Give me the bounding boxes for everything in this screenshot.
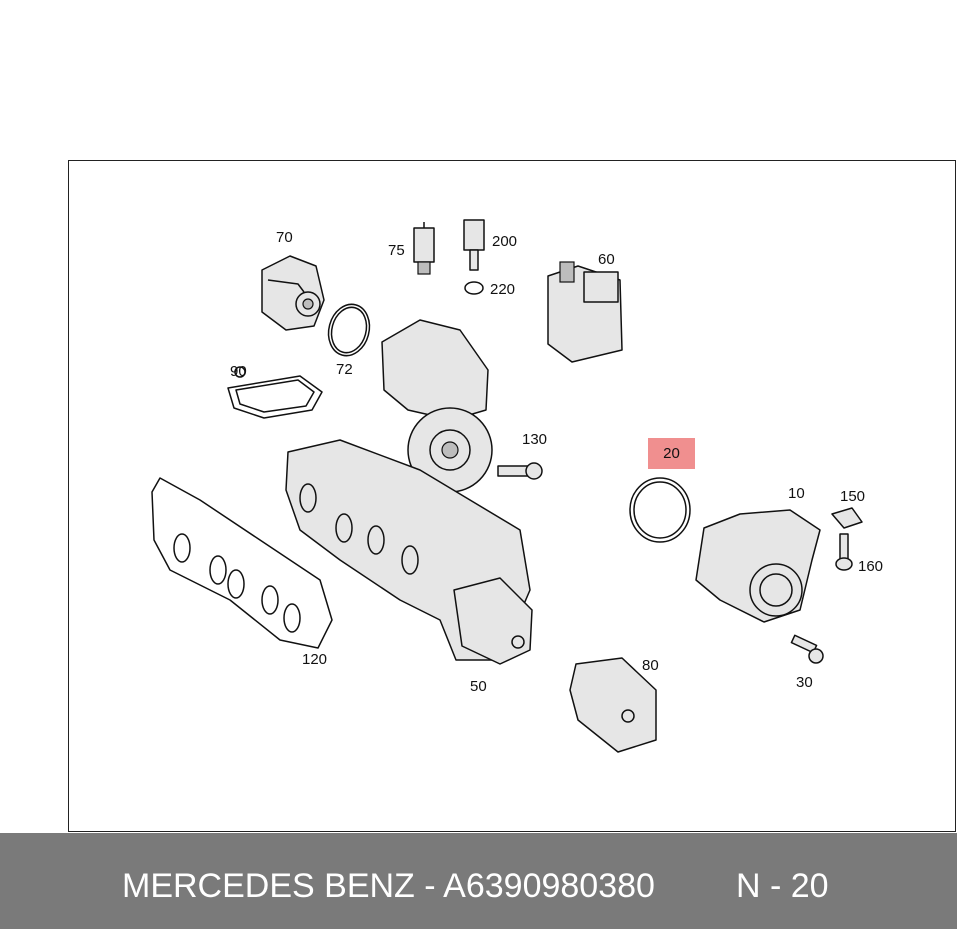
part-label-90: 90: [230, 363, 247, 380]
part-label-60: 60: [598, 251, 615, 268]
brand-part-number: MERCEDES BENZ - A6390980380: [122, 867, 655, 905]
part-60-valve: [547, 261, 623, 363]
part-10-throttle-body: [695, 509, 821, 623]
part-label-72: 72: [336, 361, 353, 378]
part-80-actuator: [569, 657, 657, 753]
part-90-gasket: [227, 366, 323, 419]
part-label-80: 80: [642, 657, 659, 674]
highlighted-part-20: 20: [648, 438, 695, 469]
part-label-120: 120: [302, 651, 328, 668]
diagram-frame: [68, 160, 956, 832]
part-label-10: 10: [788, 485, 805, 502]
part-50-cooler: [453, 577, 533, 665]
part-120-gasket: [151, 477, 333, 649]
part-20-seal-ring: [629, 477, 691, 543]
footer-bar: MERCEDES BENZ - A6390980380 N - 20: [0, 833, 957, 929]
part-label-20: 20: [663, 445, 680, 462]
part-label-50: 50: [470, 678, 487, 695]
part-30-bolt: [790, 634, 824, 664]
part-label-220: 220: [490, 281, 516, 298]
part-label-70: 70: [276, 229, 293, 246]
part-200-sensor: [463, 219, 485, 271]
part-label-200: 200: [492, 233, 518, 250]
part-label-150: 150: [840, 488, 866, 505]
part-label-30: 30: [796, 674, 813, 691]
part-160-screw: [835, 533, 853, 571]
part-75-sensor: [413, 222, 435, 275]
part-220-washer: [464, 281, 484, 295]
part-label-130: 130: [522, 431, 548, 448]
part-70-drawing: [261, 255, 325, 331]
part-72-oring: [327, 303, 371, 357]
part-150-clip: [831, 507, 863, 529]
part-label-75: 75: [388, 242, 405, 259]
position-code: N - 20: [736, 867, 829, 905]
part-130-bolt: [497, 462, 543, 480]
part-label-160: 160: [858, 558, 884, 575]
